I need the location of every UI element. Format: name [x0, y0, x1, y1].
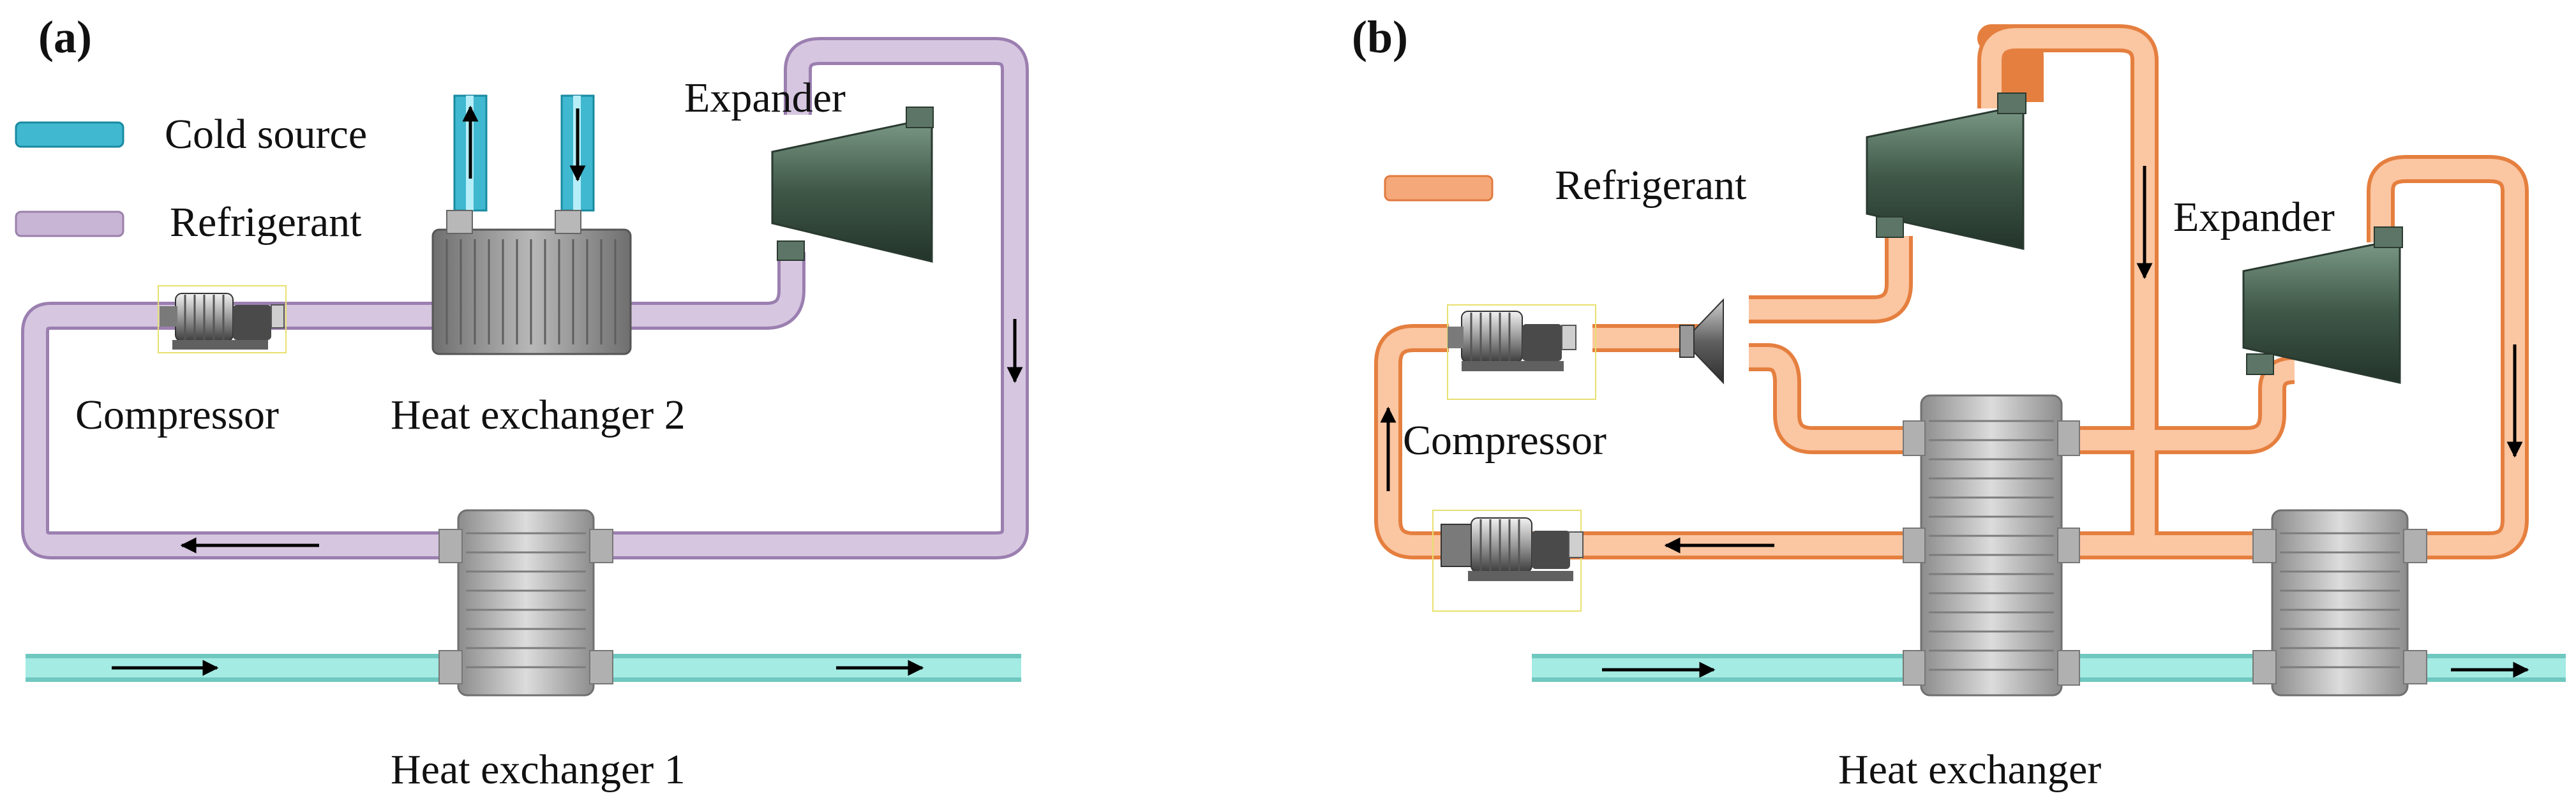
panel-a-tag: (a)	[38, 11, 92, 63]
heat-exchanger-2	[431, 210, 632, 355]
compressor-b-bottom	[1432, 510, 1584, 612]
panel-b: (b) Refrigerant	[1352, 11, 2566, 793]
expander-a	[771, 107, 934, 263]
legend-swatch-refrigerant	[1384, 175, 1494, 202]
expander-label: Expander	[2173, 194, 2335, 240]
legend-swatch-refrigerant	[15, 210, 124, 237]
heat-exchanger-1-label: Heat exchanger 1	[391, 746, 685, 793]
cold-source-pipes	[453, 94, 595, 212]
compressor-a	[158, 285, 287, 353]
panel-a: (a) Cold source Refrigerant	[15, 11, 1029, 793]
heat-exchanger-1	[438, 509, 613, 697]
compressor-label: Compressor	[75, 392, 279, 438]
legend-label-cold-source: Cold source	[165, 111, 367, 158]
heat-exchanger-main	[1903, 394, 2080, 697]
legend-swatch-cold-source	[15, 121, 124, 148]
heat-exchanger-2-label: Heat exchanger 2	[391, 392, 685, 438]
panel-b-tag: (b)	[1352, 11, 1408, 63]
refrigerant-loop-a	[21, 37, 1029, 559]
compressor-b-top	[1447, 304, 1596, 400]
legend-label-refrigerant: Refrigerant	[1555, 162, 1747, 209]
compressor-label: Compressor	[1403, 417, 1606, 464]
splitter-valve	[1679, 298, 1724, 385]
heat-exchanger-secondary	[2252, 509, 2427, 697]
expander-label: Expander	[684, 75, 846, 121]
legend-label-refrigerant: Refrigerant	[170, 199, 362, 246]
heat-exchanger-label: Heat exchanger	[1838, 746, 2101, 793]
expander-b-right	[2242, 226, 2403, 384]
expander-b-top	[1866, 92, 2026, 250]
